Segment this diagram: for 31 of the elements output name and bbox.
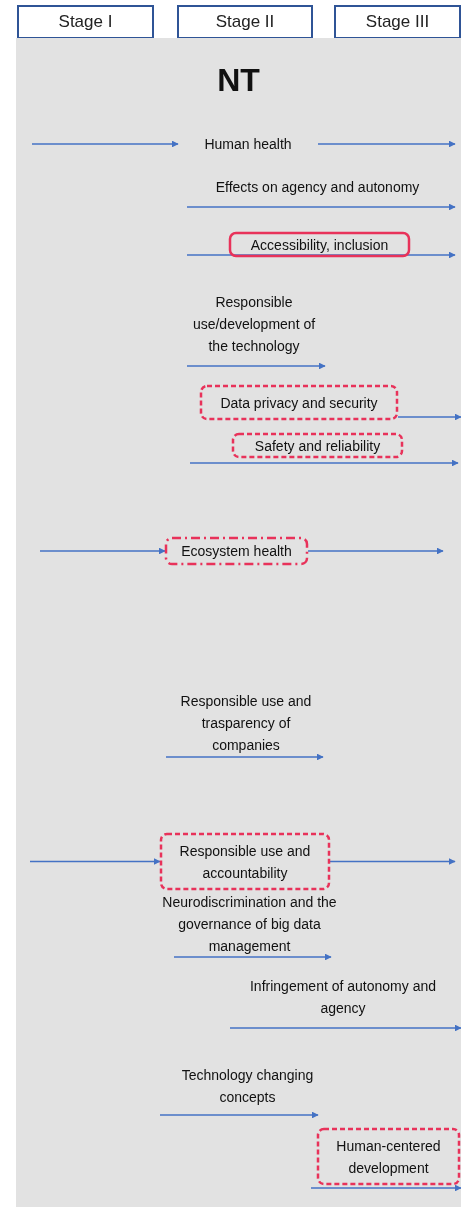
topic-label: Technology changing concepts — [160, 1064, 335, 1108]
stage-box: Stage I — [17, 5, 154, 39]
topic-label: Effects on agency and autonomy — [185, 176, 450, 198]
stage-panel — [16, 38, 461, 1207]
topic-label: Infringement of autonomy and agency — [248, 975, 438, 1019]
topic-label: Ecosystem health — [181, 542, 292, 561]
stage-box: Stage III — [334, 5, 461, 39]
topic-box — [232, 433, 403, 458]
topic-label: Responsible use and accountability — [178, 841, 312, 883]
arrow — [307, 547, 444, 555]
arrow — [31, 140, 179, 148]
arrow — [397, 413, 461, 421]
stage-box: Stage II — [177, 5, 313, 39]
topic-box — [229, 232, 410, 257]
panel-label: NT — [217, 62, 260, 99]
topic-box — [317, 1128, 460, 1185]
arrow — [39, 547, 166, 555]
topic-label: Responsible use and trasparency of companies — [171, 690, 321, 756]
topic-box — [200, 385, 398, 420]
topic-box — [160, 833, 330, 890]
topic-label: Responsible use/development of the technology — [184, 291, 324, 357]
topic-label: Neurodiscrimination and the governance of big data management — [142, 891, 357, 957]
arrow — [329, 858, 456, 865]
topic-label: Human health — [178, 133, 318, 155]
arrow — [29, 858, 161, 865]
topic-label: Safety and reliability — [254, 436, 381, 456]
topic-label: Human-centered development — [335, 1136, 442, 1178]
topic-label: Accessibility, inclusion — [250, 235, 389, 255]
arrow — [317, 140, 456, 148]
topic-label: Data privacy and security — [220, 393, 378, 413]
topic-box — [165, 537, 308, 565]
